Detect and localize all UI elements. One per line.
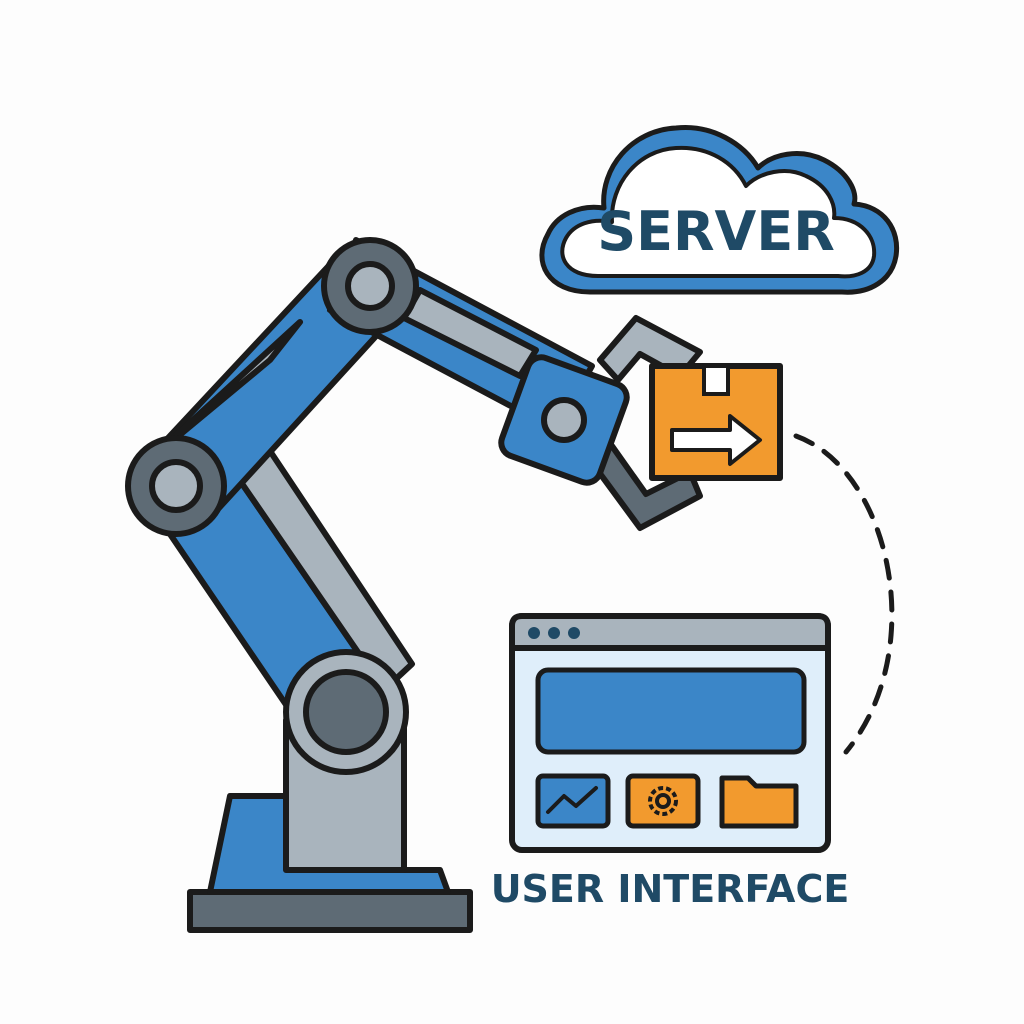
window-dot	[568, 627, 580, 639]
window-titlebar	[509, 613, 831, 651]
dashed-arc-connector	[793, 433, 895, 755]
window-dot	[528, 627, 540, 639]
elbow-joint-cap	[149, 459, 203, 513]
wrist-joint	[541, 397, 587, 443]
window-banner	[535, 667, 807, 755]
gear-icon	[625, 773, 701, 829]
top-joint-cap	[345, 261, 395, 311]
package-arrow-icon	[649, 363, 783, 481]
shoulder-joint-inner	[303, 669, 389, 755]
robot-base-plate	[187, 889, 473, 933]
robot-arm-icon	[125, 237, 703, 933]
folder-icon	[719, 775, 799, 829]
line-chart-icon	[535, 773, 611, 829]
window-dot	[548, 627, 560, 639]
user-interface-label: USER INTERFACE	[491, 867, 850, 911]
browser-window-icon	[509, 613, 831, 853]
cloud-icon: SERVER	[539, 124, 900, 295]
server-label: SERVER	[597, 200, 835, 263]
